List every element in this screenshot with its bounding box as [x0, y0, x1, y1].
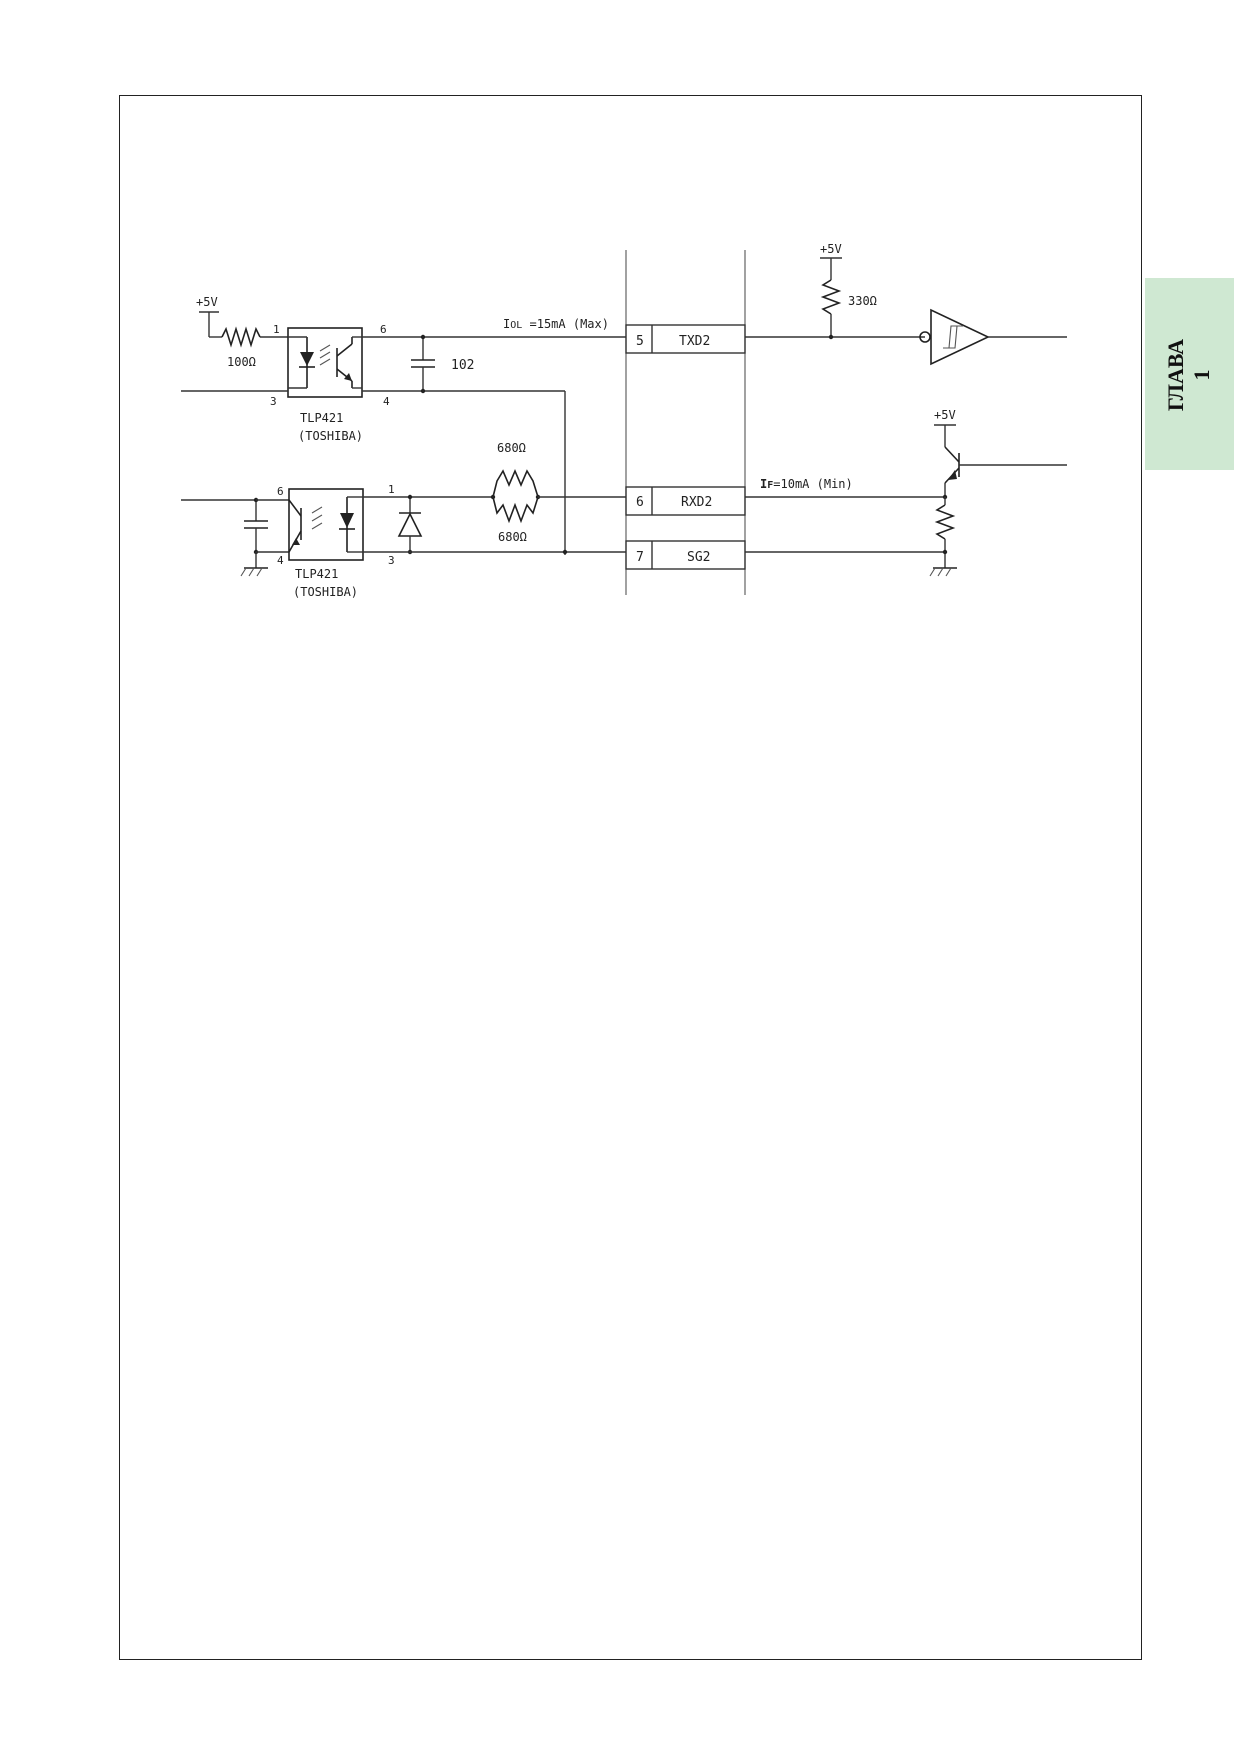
resistor-value-label: 680Ω [497, 441, 526, 455]
connector-pin-number: 5 [636, 334, 644, 349]
ground-icon [929, 567, 957, 577]
resistor-100-ohm [221, 326, 261, 348]
rx-output-circuit: IF=10mA (Min) +5V [745, 408, 1067, 577]
connector-row-txd2: 5 TXD2 [625, 324, 746, 354]
pin-number: 6 [277, 485, 284, 498]
vcc-label: +5V [934, 408, 956, 422]
chapter-tab[interactable] [1145, 278, 1234, 470]
resistor-330-ohm [820, 279, 842, 315]
connector-pin-number: 7 [636, 550, 644, 565]
tx-input-circuit: +5V 100Ω 1 [181, 295, 626, 555]
manufacturer: (TOSHIBA) [293, 585, 358, 599]
connector-pin-number: 6 [636, 495, 644, 510]
schmitt-inverter [919, 308, 990, 366]
connector-signal-name: SG2 [687, 550, 710, 565]
pin-number: 4 [383, 395, 390, 408]
connector-row-rxd2: 6 RXD2 [625, 486, 746, 516]
resistor-pair-680-ohm [490, 468, 541, 524]
vcc-label: +5V [820, 242, 842, 256]
pin-number: 1 [388, 483, 395, 496]
resistor-value-label: 680Ω [498, 530, 527, 544]
connector-signal-name: TXD2 [679, 334, 710, 349]
optocoupler-tlp421-tx [287, 327, 363, 398]
connector-block: 5 TXD2 6 RXD2 7 SG2 [625, 250, 746, 595]
pin-number: 3 [270, 395, 277, 408]
pin-number: 1 [273, 323, 280, 336]
page-frame [119, 95, 1142, 1660]
resistor-value-label: 330Ω [848, 294, 877, 308]
rx-input-circuit: 6 4 1 3 TLP421 (TOSHIBA) 680Ω 680Ω [181, 441, 626, 599]
protection-diode [397, 494, 423, 555]
resistor-pulldown [934, 504, 956, 540]
current-annotation: IOL =15mA (Max) [503, 317, 609, 331]
part-number: TLP421 [300, 411, 343, 425]
capacitor-value-label: 102 [451, 358, 474, 373]
current-annotation: IF=10mA (Min) [760, 477, 853, 491]
ground-icon [240, 567, 268, 577]
pin-number: 6 [380, 323, 387, 336]
connector-row-sg2: 7 SG2 [625, 540, 746, 570]
connector-signal-name: RXD2 [681, 495, 712, 510]
pin-number: 3 [388, 554, 395, 567]
transistor-icon [944, 446, 1067, 484]
vcc-label: +5V [196, 295, 218, 309]
part-number: TLP421 [295, 567, 338, 581]
tx-output-circuit: +5V 330Ω [745, 242, 1067, 366]
pin-number: 4 [277, 554, 284, 567]
optocoupler-tlp421-rx [288, 488, 364, 561]
resistor-value-label: 100Ω [227, 355, 256, 369]
capacitor-102 [411, 334, 435, 394]
manufacturer: (TOSHIBA) [298, 429, 363, 443]
